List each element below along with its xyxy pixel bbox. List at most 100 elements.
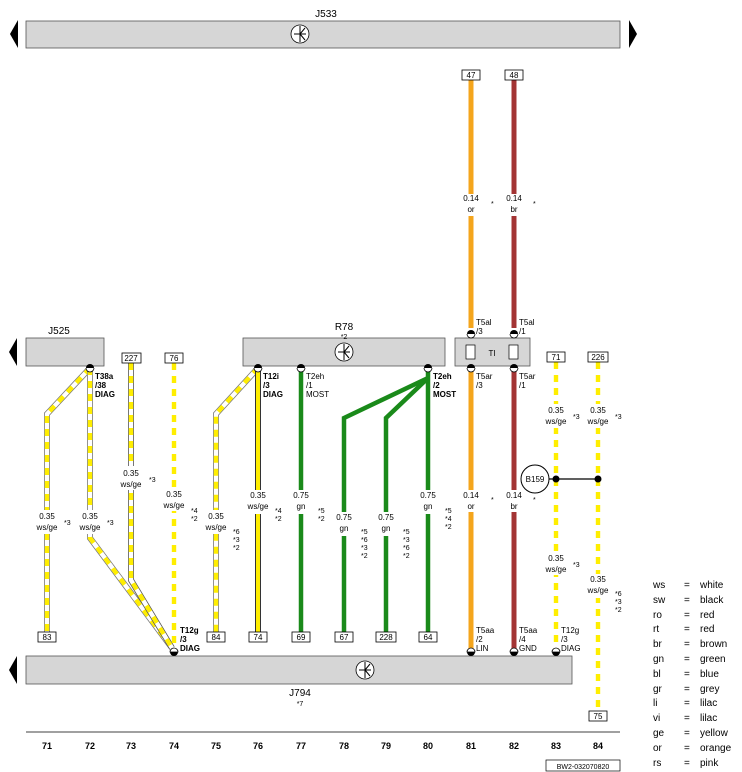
svg-text:*2: *2	[445, 524, 452, 531]
j794-note: *7	[297, 701, 304, 708]
svg-text:*2: *2	[615, 607, 622, 614]
svg-text:=: =	[684, 758, 690, 769]
svg-text:*2: *2	[318, 516, 325, 523]
ref-48: 48	[510, 71, 519, 80]
svg-text:=: =	[684, 698, 690, 709]
ref-71: 71	[552, 353, 561, 362]
svg-text:*3: *3	[361, 545, 368, 552]
svg-text:gn: gn	[297, 502, 306, 511]
svg-text:br: br	[510, 502, 517, 511]
conn-t5ar-3: T5ar/3	[476, 372, 493, 390]
wire-79	[383, 376, 430, 636]
column-84: 84	[593, 741, 603, 751]
svg-text:gn: gn	[653, 654, 664, 665]
ref-84: 84	[212, 633, 221, 642]
svg-text:=: =	[684, 669, 690, 680]
ref-83: 83	[43, 633, 52, 642]
svg-text:*6: *6	[615, 591, 622, 598]
ground-symbol-icon	[359, 662, 371, 678]
column-75: 75	[211, 741, 221, 751]
svg-text:*2: *2	[191, 516, 198, 523]
svg-text:gr: gr	[653, 684, 663, 695]
component-r78: R78 *2 TI	[242, 322, 531, 367]
svg-text:0.35: 0.35	[590, 575, 606, 584]
b159-label: B159	[526, 475, 545, 484]
svg-text:rs: rs	[653, 758, 661, 769]
column-71: 71	[42, 741, 52, 751]
svg-text:ws/ge: ws/ge	[120, 480, 142, 489]
column-74: 74	[169, 741, 179, 751]
svg-text:*2: *2	[233, 545, 240, 552]
svg-text:green: green	[700, 654, 726, 665]
j525-label: J525	[48, 326, 70, 337]
ref-64: 64	[424, 633, 433, 642]
svg-text:br: br	[510, 205, 517, 214]
svg-text:or: or	[467, 205, 474, 214]
column-83: 83	[551, 741, 561, 751]
svg-text:0.14: 0.14	[463, 194, 479, 203]
svg-text:=: =	[684, 580, 690, 591]
svg-text:black: black	[700, 595, 724, 606]
svg-text:0.75: 0.75	[420, 491, 436, 500]
svg-text:ws: ws	[652, 580, 665, 591]
reference-boxes: 47 48 227 76 71 226 83 84 74 69 67 228 6…	[37, 69, 609, 722]
svg-text:*3: *3	[149, 477, 156, 484]
conn-t5ar-1: T5ar/1	[519, 372, 536, 390]
svg-text:=: =	[684, 610, 690, 621]
column-76: 76	[253, 741, 263, 751]
svg-text:*2: *2	[361, 553, 368, 560]
svg-text:ws/ge: ws/ge	[36, 523, 58, 532]
svg-text:*5: *5	[445, 508, 452, 515]
svg-text:*5: *5	[403, 529, 410, 536]
svg-text:brown: brown	[700, 639, 727, 650]
svg-text:*3: *3	[573, 414, 580, 421]
svg-text:=: =	[684, 595, 690, 606]
svg-text:yellow: yellow	[700, 728, 729, 739]
svg-text:or: or	[653, 743, 663, 754]
wire-73	[128, 363, 175, 650]
svg-text:white: white	[699, 580, 724, 591]
column-79: 79	[381, 741, 391, 751]
svg-text:lilac: lilac	[700, 713, 717, 724]
j533-label: J533	[315, 9, 337, 20]
svg-text:0.14: 0.14	[506, 194, 522, 203]
ref-228: 228	[379, 633, 393, 642]
svg-text:gn: gn	[424, 502, 433, 511]
document-id: BW2-032070820	[557, 764, 610, 771]
r78-ti-label: TI	[488, 349, 495, 358]
ref-74: 74	[254, 633, 263, 642]
svg-text:=: =	[684, 684, 690, 695]
column-80: 80	[423, 741, 433, 751]
ref-76: 76	[170, 354, 179, 363]
column-77: 77	[296, 741, 306, 751]
svg-text:0.75: 0.75	[336, 513, 352, 522]
svg-text:0.35: 0.35	[250, 491, 266, 500]
svg-text:rt: rt	[653, 624, 659, 635]
r78-label: R78	[335, 322, 354, 333]
svg-text:0.35: 0.35	[548, 406, 564, 415]
svg-text:0.35: 0.35	[548, 554, 564, 563]
svg-text:0.14: 0.14	[506, 491, 522, 500]
svg-text:ge: ge	[653, 728, 665, 739]
svg-text:0.35: 0.35	[166, 490, 182, 499]
color-legend: ws=white sw=black ro=red rt=red br=brown…	[652, 580, 732, 769]
component-j525: J525	[9, 326, 105, 367]
svg-text:*: *	[491, 201, 494, 208]
svg-text:*3: *3	[107, 520, 114, 527]
